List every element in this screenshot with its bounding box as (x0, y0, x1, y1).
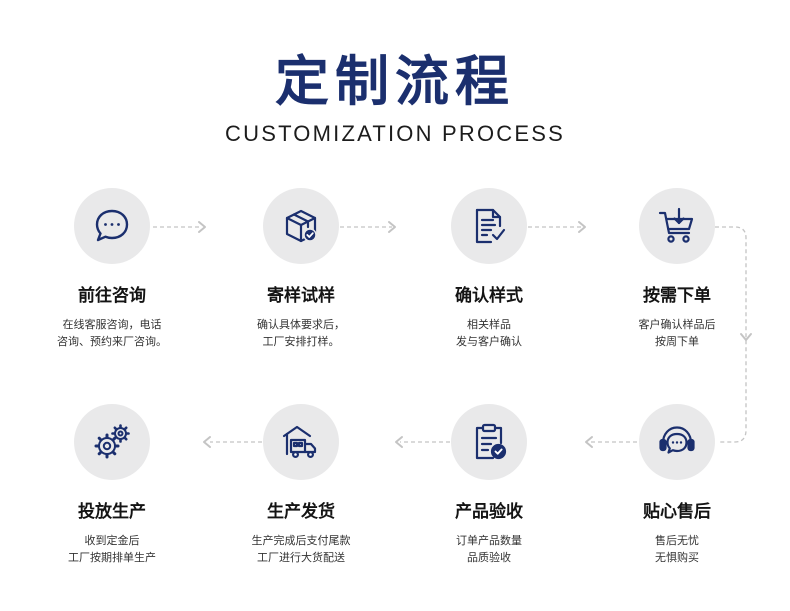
step-sample: 寄样试样 确认具体要求后， 工厂安排打样。 (221, 188, 381, 350)
step-description-line: 无惧购买 (655, 551, 699, 564)
step-description: 生产完成后支付尾款 工厂进行大货配送 (221, 532, 381, 566)
clipboard-check-icon (475, 423, 507, 460)
document-check-icon (475, 208, 506, 244)
step-after-sales: 贴心售后 售后无忧 无惧购买 (597, 404, 757, 566)
step-icon-circle (74, 188, 150, 264)
step-title: 寄样试样 (267, 286, 335, 306)
connector-line-4-5 (715, 226, 747, 443)
step-icon-circle (639, 188, 715, 264)
step-order: 按需下单 客户确认样品后 按周下单 (597, 188, 757, 350)
delivery-truck-icon (282, 425, 317, 459)
step-description-line: 收到定金后 (84, 534, 140, 547)
step-icon-circle (451, 188, 527, 264)
step-description: 售后无忧 无惧购买 (597, 532, 757, 566)
step-title: 生产发货 (267, 502, 335, 522)
arrow-down-icon (740, 333, 752, 341)
step-description-line: 在线客服咨询，电话 (62, 318, 162, 331)
arrow-left-icon (203, 436, 211, 448)
headset-icon (659, 426, 695, 454)
step-production: 投放生产 收到定金后 工厂按期排单生产 (32, 404, 192, 566)
step-description-line: 发与客户确认 (456, 335, 522, 348)
step-description: 订单产品数量 品质验收 (409, 532, 569, 566)
step-description: 相关样品 发与客户确认 (409, 316, 569, 350)
page-subtitle: CUSTOMIZATION PROCESS (225, 121, 565, 146)
step-icon-circle (263, 404, 339, 480)
step-description-line: 品质验收 (467, 551, 511, 564)
step-description-line: 订单产品数量 (456, 534, 522, 547)
step-title: 投放生产 (78, 502, 146, 522)
arrow-right-icon (198, 221, 206, 233)
step-icon-circle (451, 404, 527, 480)
arrow-right-icon (388, 221, 396, 233)
step-description-line: 客户确认样品后 (638, 318, 716, 331)
arrow-left-icon (395, 436, 403, 448)
arrow-right-icon (578, 221, 586, 233)
step-description-line: 咨询、预约来厂咨询。 (57, 335, 167, 348)
step-description: 在线客服咨询，电话 咨询、预约来厂咨询。 (32, 316, 192, 350)
step-title: 前往咨询 (78, 286, 146, 306)
step-description-line: 工厂安排打样。 (262, 335, 340, 348)
step-description-line: 工厂进行大货配送 (257, 551, 345, 564)
step-confirm-style: 确认样式 相关样品 发与客户确认 (409, 188, 569, 350)
step-description-line: 确认具体要求后， (257, 318, 345, 331)
step-icon-circle (639, 404, 715, 480)
step-icon-circle (74, 404, 150, 480)
step-title: 按需下单 (643, 286, 711, 306)
arrow-left-icon (585, 436, 593, 448)
step-description-line: 工厂按期排单生产 (68, 551, 156, 564)
step-description-line: 按周下单 (655, 335, 699, 348)
shopping-cart-icon (658, 207, 694, 243)
package-icon (285, 209, 317, 243)
step-inspection: 产品验收 订单产品数量 品质验收 (409, 404, 569, 566)
step-description: 收到定金后 工厂按期排单生产 (32, 532, 192, 566)
step-description: 确认具体要求后， 工厂安排打样。 (221, 316, 381, 350)
step-consult: 前往咨询 在线客服咨询，电话 咨询、预约来厂咨询。 (32, 188, 192, 350)
page-title: 定制流程 (275, 50, 515, 113)
step-title: 产品验收 (455, 502, 523, 522)
gears-icon (94, 424, 130, 459)
chat-bubble-icon (95, 209, 129, 242)
step-description-line: 生产完成后支付尾款 (251, 534, 351, 547)
step-title: 确认样式 (455, 286, 523, 306)
step-description: 客户确认样品后 按周下单 (597, 316, 757, 350)
step-shipping: 生产发货 生产完成后支付尾款 工厂进行大货配送 (221, 404, 381, 566)
step-description-line: 售后无忧 (655, 534, 699, 547)
step-title: 贴心售后 (643, 502, 711, 522)
step-icon-circle (263, 188, 339, 264)
step-description-line: 相关样品 (467, 318, 511, 331)
